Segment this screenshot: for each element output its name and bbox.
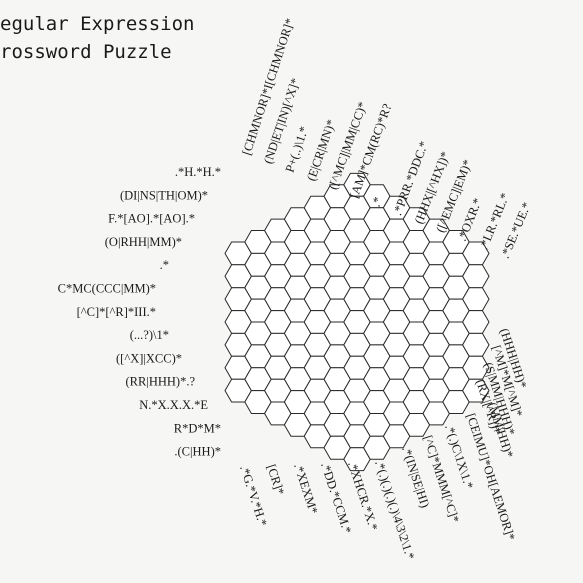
clue-top-right-2: P+(..)\1.* xyxy=(283,125,312,175)
clue-left-11: R*D*M* xyxy=(174,421,221,435)
puzzle-title-line-2: rossword Puzzle xyxy=(0,41,172,63)
clue-left-7: (...?)\1* xyxy=(130,328,169,342)
clue-left-1: (DI|NS|TH|OM)* xyxy=(120,188,208,202)
clue-left-10: N.*X.X.X.*E xyxy=(139,398,208,412)
puzzle-title-line-1: egular Expression xyxy=(0,13,195,35)
clue-bottom-0: .*G.*V.*H.* xyxy=(237,464,270,528)
clue-left-6: [^C]*[^R]*III.* xyxy=(77,305,156,319)
clue-left-9: (RR|HHH)*.? xyxy=(125,375,195,389)
clue-left-2: F.*[AO].*[AO].* xyxy=(108,212,195,226)
hex-cell-grid xyxy=(224,172,490,472)
clue-left-12: .(C|HH)* xyxy=(174,445,221,459)
clue-left-8: ([^X]|XCC)* xyxy=(116,351,182,365)
clue-left-3: (O|RHH|MM)* xyxy=(105,235,182,249)
clue-bottom-2: .*XEXM* xyxy=(291,462,321,516)
clue-left-4: .* xyxy=(160,258,169,272)
crossword-cell[interactable] xyxy=(462,378,490,403)
clue-left-5: C*MC(CCC|MM)* xyxy=(58,282,156,296)
clue-top-right-6: .* xyxy=(369,195,385,209)
clue-left-0: .*H.*H.* xyxy=(175,165,221,179)
clue-bottom-1: [CR]* xyxy=(264,463,287,497)
